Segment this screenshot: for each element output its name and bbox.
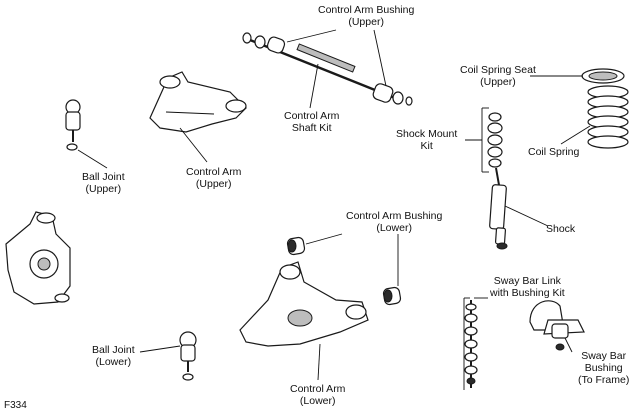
ball-joint-upper-art <box>65 99 81 151</box>
shock-mount-kit-art <box>481 107 503 173</box>
label-control-arm-upper: Control Arm (Upper) <box>186 166 242 190</box>
sway-bar-link-art <box>463 297 478 390</box>
shock-art <box>489 167 508 250</box>
control-arm-shaft-kit-art <box>242 32 413 106</box>
label-control-arm-lower: Control Arm (Lower) <box>290 383 346 407</box>
label-control-arm-shaft-kit: Control Arm Shaft Kit <box>284 110 340 134</box>
label-coil-spring-seat-upper: Coil Spring Seat (Upper) <box>460 64 536 88</box>
ball-joint-lower-art <box>179 331 197 381</box>
label-ball-joint-lower: Ball Joint (Lower) <box>92 344 135 368</box>
leader-lines <box>77 29 591 381</box>
steering-knuckle-art <box>5 211 71 305</box>
label-shock: Shock <box>546 223 576 235</box>
sway-bar-bushing-art <box>529 300 585 351</box>
control-arm-bushing-lower-art <box>286 236 402 306</box>
label-control-arm-bushing-lower: Control Arm Bushing (Lower) <box>346 210 443 234</box>
label-sway-bar-link: Sway Bar Link with Bushing Kit <box>490 275 565 299</box>
label-ball-joint-upper: Ball Joint (Upper) <box>82 171 125 195</box>
label-control-arm-bushing-upper: Control Arm Bushing (Upper) <box>318 4 415 28</box>
coil-spring-art <box>587 85 629 149</box>
label-sway-bar-bushing: Sway Bar Bushing (To Frame) <box>578 350 630 386</box>
control-arm-lower-art <box>239 261 369 347</box>
figure-id: F334 <box>4 400 27 411</box>
label-coil-spring: Coil Spring <box>528 146 580 158</box>
control-arm-upper-art <box>149 71 247 133</box>
label-shock-mount-kit: Shock Mount Kit <box>396 128 458 152</box>
coil-spring-seat-art <box>581 68 625 84</box>
